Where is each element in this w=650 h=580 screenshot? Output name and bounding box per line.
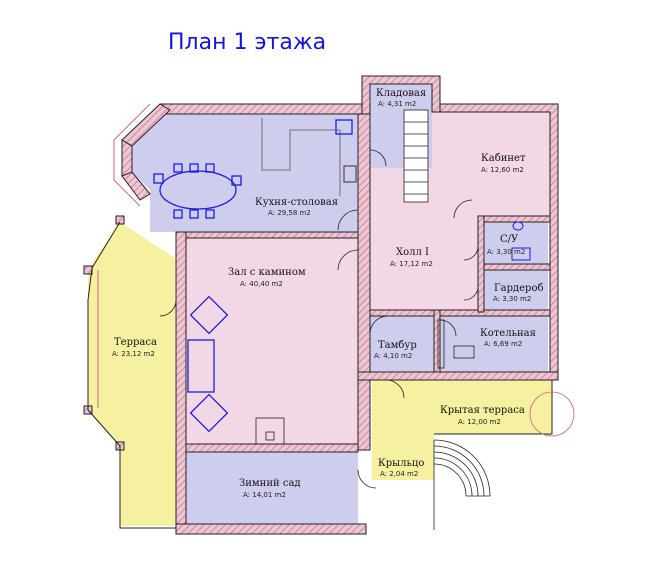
wall-kitchen-sw [121, 171, 151, 201]
pantry-area: A: 4,31 m2 [378, 100, 416, 108]
wall-spine [357, 113, 371, 451]
sofa [187, 339, 215, 393]
porch-floor [372, 434, 434, 480]
winter-garden-name: Зимний сад [239, 478, 301, 489]
living-area: A: 40,40 m2 [240, 280, 283, 288]
pantry-name: Кладовая [376, 88, 426, 99]
boiler-area: A: 6,69 m2 [484, 340, 522, 348]
door-wardrobe [463, 287, 479, 301]
covered-terrace-edge [434, 380, 553, 435]
terrace-floor [88, 222, 175, 446]
terrace-outline [87, 103, 553, 529]
door-living [337, 249, 359, 271]
terrace-name: Терраса [114, 337, 157, 348]
door-kitchen [337, 209, 359, 231]
furniture [153, 118, 357, 445]
armchair-2 [189, 393, 229, 433]
kitchen-bay-outline [113, 103, 151, 207]
kitchen-name: Кухня-столовая [255, 197, 338, 208]
door-covered-terrace [551, 391, 575, 437]
terrace-post-1 [115, 215, 125, 225]
wall-kitchen-living [185, 231, 359, 239]
wall-study-south [477, 215, 551, 223]
room-labels: Кладовая A: 4,31 m2 Кухня-столовая A: 29… [112, 88, 544, 499]
armchair-1 [189, 295, 229, 335]
bathroom-fixtures [511, 221, 531, 261]
bathroom-name: С/У [500, 234, 519, 245]
plan-title: План 1 этажа [168, 30, 327, 55]
porch-area: A: 2,04 m2 [380, 470, 418, 478]
door-study [453, 199, 473, 219]
hall-area: A: 17,12 m2 [390, 260, 433, 268]
terrace-lower-floor [120, 446, 178, 526]
boiler-name: Котельная [480, 328, 536, 339]
door-terrace [159, 299, 177, 317]
staircase [403, 109, 429, 203]
boiler-floor [440, 316, 548, 372]
living-name: Зал с камином [228, 267, 306, 278]
door-entry [385, 379, 405, 399]
wall-hall-south [369, 309, 437, 317]
door-pantry [369, 149, 387, 167]
terrace-area: A: 23,12 m2 [112, 350, 155, 358]
vestibule-name: Тамбур [378, 340, 417, 351]
wall-bath-wardrobe [477, 263, 551, 271]
covered-terrace-name: Крытая терраса [440, 405, 525, 416]
bathroom-area: A: 3,30 m2 [487, 248, 525, 256]
porch-name: Крыльцо [378, 458, 424, 469]
kitchen-counter [261, 118, 341, 196]
study-name: Кабинет [481, 153, 526, 164]
study-area: A: 12,60 m2 [481, 166, 524, 174]
wall-bottom [175, 523, 367, 535]
wall-living-west [175, 231, 187, 529]
bathroom-floor [484, 222, 548, 264]
winter-garden-area: A: 14,01 m2 [243, 491, 286, 499]
walls [83, 75, 559, 535]
door-winter-garden [357, 469, 377, 489]
living-floor [186, 238, 358, 444]
wardrobe-area: A: 3,30 m2 [493, 295, 531, 303]
wardrobe-name: Гардероб [494, 283, 544, 294]
stair-flight [403, 109, 429, 203]
vestibule-area: A: 4,10 m2 [374, 352, 412, 360]
winter-garden-floor [186, 452, 358, 524]
kitchen-floor [130, 114, 358, 232]
door-bathroom [463, 245, 479, 261]
hall-floor-2 [432, 112, 442, 218]
room-floors [88, 82, 552, 526]
wall-wardrobe-boiler [439, 309, 551, 317]
terrace-edge [87, 221, 176, 529]
fireplace [255, 417, 285, 445]
wall-kitchen-w [121, 139, 133, 177]
wall-kitchen-north [159, 103, 363, 115]
terrace-post-2 [83, 265, 93, 275]
vestibule-floor [370, 316, 436, 372]
wall-living-garden [185, 443, 359, 453]
door-vestibule [369, 315, 389, 335]
covered-terrace-area: A: 12,00 m2 [458, 418, 501, 426]
wall-south-center [357, 371, 559, 381]
kitchen-area: A: 29,58 m2 [268, 209, 311, 217]
wardrobe-floor [484, 270, 548, 312]
hall-name: Холл I [396, 247, 429, 258]
porch-steps [433, 439, 491, 530]
wall-bath-west [477, 215, 485, 313]
door-boiler [439, 319, 457, 337]
doors [159, 149, 575, 489]
